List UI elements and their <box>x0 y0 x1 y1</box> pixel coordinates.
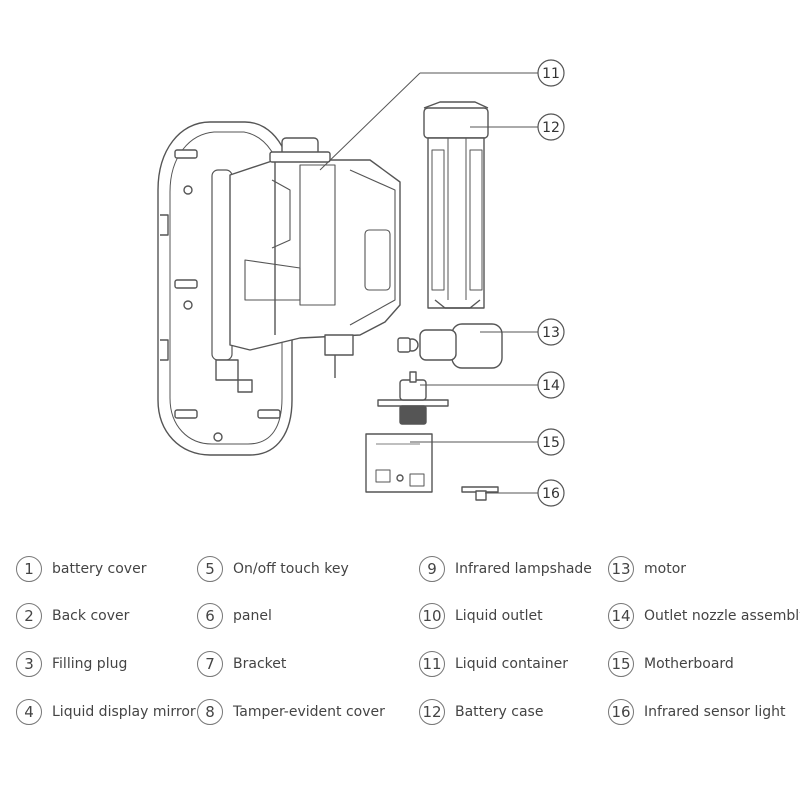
callout-11: 11 <box>537 59 565 87</box>
legend-item: 12 Battery case <box>419 698 543 726</box>
legend-item: 14 Outlet nozzle assembly <box>608 602 800 630</box>
legend-item: 16 Infrared sensor light <box>608 698 786 726</box>
legend-label: On/off touch key <box>233 561 349 577</box>
legend-number: 12 <box>419 699 445 725</box>
legend-label: Infrared sensor light <box>644 704 786 720</box>
legend-number: 7 <box>197 651 223 677</box>
legend-item: 6 panel <box>197 602 272 630</box>
legend-item: 15 Motherboard <box>608 650 734 678</box>
svg-text:12: 12 <box>542 120 560 136</box>
callout-16: 16 <box>537 479 565 507</box>
legend-label: Outlet nozzle assembly <box>644 608 800 624</box>
legend-item: 1 battery cover <box>16 555 146 583</box>
legend-item: 5 On/off touch key <box>197 555 349 583</box>
legend-item: 7 Bracket <box>197 650 286 678</box>
svg-text:13: 13 <box>542 325 560 341</box>
motherboard-part <box>365 433 433 493</box>
legend-label: battery cover <box>52 561 147 577</box>
outlet-nozzle-part <box>377 371 449 425</box>
legend-label: Tamper-evident cover <box>233 704 385 720</box>
legend-item: 2 Back cover <box>16 602 129 630</box>
infrared-sensor-part <box>461 486 499 501</box>
legend-item: 13 motor <box>608 555 686 583</box>
callout-12: 12 <box>537 113 565 141</box>
legend-label: Back cover <box>52 608 130 624</box>
legend-label: Battery case <box>455 704 544 720</box>
legend-label: Liquid container <box>455 656 569 672</box>
motor-part <box>397 323 503 369</box>
legend-item: 9 Infrared lampshade <box>419 555 592 583</box>
svg-text:15: 15 <box>542 435 560 451</box>
legend-number: 10 <box>419 603 445 629</box>
legend-number: 15 <box>608 651 634 677</box>
legend-number: 2 <box>16 603 42 629</box>
legend-number: 9 <box>419 556 445 582</box>
legend-label: Liquid display mirror <box>52 704 196 720</box>
legend-label: Liquid outlet <box>455 608 543 624</box>
svg-text:11: 11 <box>542 66 560 82</box>
battery-case-part <box>423 101 489 309</box>
callout-13: 13 <box>537 318 565 346</box>
legend-number: 5 <box>197 556 223 582</box>
legend-number: 4 <box>16 699 42 725</box>
legend-item: 8 Tamper-evident cover <box>197 698 385 726</box>
legend-item: 3 Filling plug <box>16 650 127 678</box>
legend-item: 11 Liquid container <box>419 650 568 678</box>
legend-label: motor <box>644 561 687 577</box>
legend-number: 1 <box>16 556 42 582</box>
callout-14: 14 <box>537 371 565 399</box>
exploded-drawing: 11 12 13 14 15 16 <box>157 59 565 507</box>
callout-15: 15 <box>537 428 565 456</box>
legend-label: Filling plug <box>52 656 128 672</box>
svg-text:16: 16 <box>542 486 560 502</box>
legend-number: 13 <box>608 556 634 582</box>
legend-number: 14 <box>608 603 634 629</box>
liquid-container-part <box>215 137 401 393</box>
legend-number: 11 <box>419 651 445 677</box>
legend-label: panel <box>233 608 272 624</box>
legend-item: 4 Liquid display mirror <box>16 698 196 726</box>
legend-number: 3 <box>16 651 42 677</box>
leader-lines <box>319 72 538 494</box>
legend-label: Bracket <box>233 656 287 672</box>
svg-text:14: 14 <box>542 378 560 394</box>
legend-label: Infrared lampshade <box>455 561 592 577</box>
legend-number: 8 <box>197 699 223 725</box>
legend-number: 6 <box>197 603 223 629</box>
legend-item: 10 Liquid outlet <box>419 602 543 630</box>
legend-number: 16 <box>608 699 634 725</box>
legend-label: Motherboard <box>644 656 734 672</box>
